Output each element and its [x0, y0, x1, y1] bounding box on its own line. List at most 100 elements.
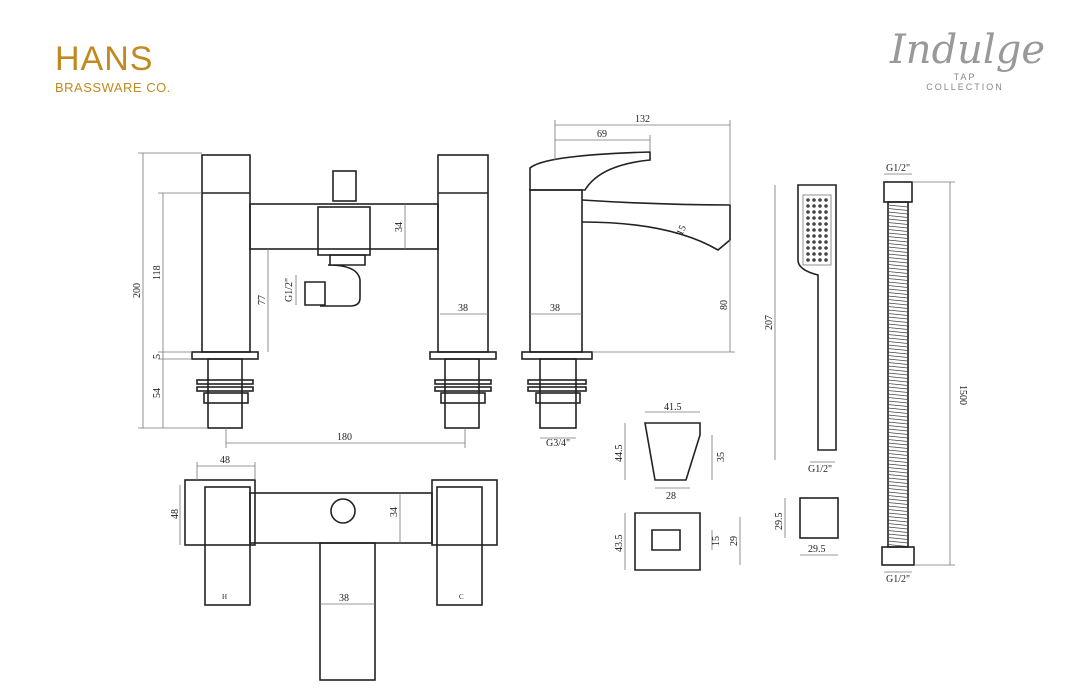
hose-coil	[887, 505, 909, 509]
hose-coil	[887, 516, 909, 519]
spray-nozzle	[806, 240, 810, 244]
hose-coil	[887, 278, 909, 281]
spray-nozzle	[824, 204, 828, 208]
hose-coil	[887, 502, 909, 505]
dim-132: 132	[635, 114, 650, 125]
hose-coil	[887, 369, 909, 372]
hose-coil	[887, 334, 909, 337]
hose-coil	[887, 344, 909, 348]
collection-logo: Indulge TAP COLLECTION	[890, 28, 1045, 92]
dim-200: 200	[132, 283, 143, 298]
hose-coil	[887, 341, 909, 344]
hose-coil	[887, 397, 909, 400]
hose-coil	[887, 316, 909, 320]
spray-nozzle	[806, 246, 810, 250]
hose-coil	[887, 222, 909, 225]
hose-coil	[887, 519, 909, 523]
dim-48-width: 48	[220, 455, 230, 466]
hose-coil	[887, 295, 909, 299]
dim-29: 29	[729, 536, 740, 546]
hose-coil	[887, 428, 909, 432]
spray-nozzle	[806, 216, 810, 220]
spray-nozzle	[818, 198, 822, 202]
spray-nozzle	[818, 246, 822, 250]
hose-coil	[887, 470, 909, 474]
hose-coil	[887, 313, 909, 316]
spray-nozzle	[812, 222, 816, 226]
dim-1500: 1500	[957, 385, 968, 405]
dim-43-5: 43.5	[614, 535, 625, 553]
spray-nozzle	[812, 216, 816, 220]
hose-coil	[887, 225, 909, 229]
hose-coil	[887, 393, 909, 397]
hose-coil	[887, 449, 909, 453]
hose-coil	[887, 372, 909, 376]
hose-coil	[887, 498, 909, 502]
hose-coil	[887, 264, 909, 267]
hose-coil	[887, 208, 909, 211]
spray-nozzle	[818, 240, 822, 244]
hose-coil	[887, 463, 909, 467]
spray-nozzle	[806, 258, 810, 262]
hose-coil	[887, 407, 909, 411]
hose-coil	[887, 467, 909, 470]
spray-nozzle	[812, 246, 816, 250]
hose-coil	[887, 484, 909, 488]
dim-80: 80	[719, 300, 730, 310]
spray-nozzle	[806, 252, 810, 256]
hose-coil	[887, 302, 909, 306]
hose-coil	[887, 432, 909, 435]
hose-coil	[887, 421, 909, 425]
spray-nozzle	[824, 222, 828, 226]
spray-nozzle	[818, 258, 822, 262]
spray-nozzle	[824, 252, 828, 256]
hose-coil	[887, 425, 909, 428]
hose-coil	[887, 271, 909, 274]
spray-nozzle	[812, 240, 816, 244]
spray-nozzle	[806, 228, 810, 232]
hose-coil	[887, 215, 909, 218]
dim-38-side: 38	[550, 303, 560, 314]
dim-54: 54	[152, 388, 163, 398]
shower-handset: 207 G1/2" 29.5 29.5	[764, 184, 839, 556]
hose-coil	[887, 379, 909, 383]
collection-line1: TAP	[953, 72, 977, 82]
hose-coil	[887, 330, 909, 334]
side-view: 132 69 38 80 15 G3/4"	[521, 114, 735, 449]
hose-coil	[887, 523, 909, 526]
hose-coil	[887, 243, 909, 246]
hose-coil	[887, 285, 909, 288]
handset-thread: G1/2"	[808, 464, 832, 475]
hose-coil	[887, 512, 909, 516]
hose-coil	[887, 348, 909, 351]
dim-5: 5	[152, 354, 163, 359]
spray-nozzle	[812, 198, 816, 202]
thread-g3-4: G3/4"	[546, 438, 570, 449]
spray-nozzle	[812, 234, 816, 238]
brand-subtitle: BRASSWARE CO.	[55, 80, 171, 95]
hose-coil	[887, 299, 909, 302]
spray-nozzle	[818, 234, 822, 238]
spray-nozzle	[824, 228, 828, 232]
spray-nozzle	[806, 210, 810, 214]
dim-38: 38	[458, 303, 468, 314]
cold-label: C	[459, 593, 464, 601]
hose-coil	[887, 323, 909, 327]
spray-nozzle	[812, 228, 816, 232]
dim-118: 118	[152, 265, 163, 280]
hose-thread-bottom: G1/2"	[886, 574, 910, 585]
hose-coil	[887, 288, 909, 292]
spray-nozzle	[806, 234, 810, 238]
spray-nozzle	[812, 252, 816, 256]
hose-coil	[887, 414, 909, 418]
hose-coil	[887, 509, 909, 512]
hose-coil	[887, 281, 909, 285]
spray-nozzle	[806, 198, 810, 202]
hose-coil	[887, 439, 909, 442]
hose-coil	[887, 218, 909, 222]
spray-nozzle	[812, 258, 816, 262]
spray-nozzle	[824, 216, 828, 220]
spray-nozzle	[818, 204, 822, 208]
hose-coil	[887, 460, 909, 463]
